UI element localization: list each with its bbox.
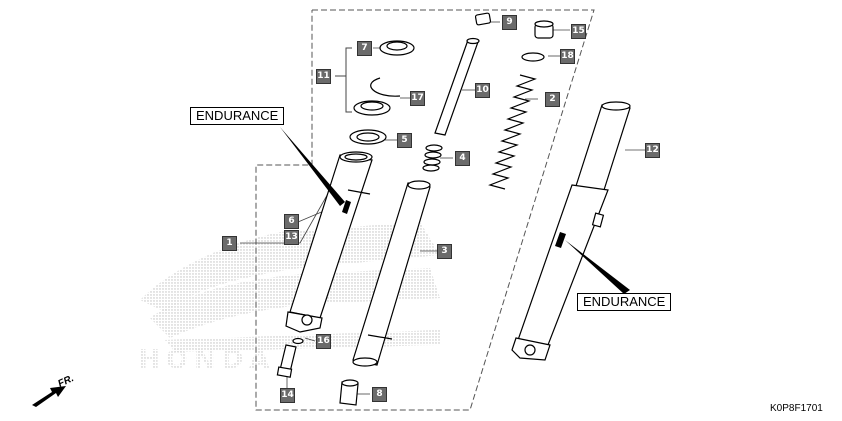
pointer-right [565, 240, 630, 294]
svg-text:HONDA: HONDA [138, 345, 275, 375]
small-parts [276, 337, 359, 406]
callout-11: 11 [316, 69, 331, 84]
callout-5: 5 [397, 133, 412, 148]
fork-bolt-pipe [434, 37, 480, 136]
bracket-11 [335, 47, 352, 113]
pointer-left [280, 127, 345, 206]
diagram-code: K0P8F1701 [770, 403, 823, 414]
front-arrow-icon [32, 386, 66, 407]
callout-15: 15 [571, 24, 586, 39]
callout-10: 10 [475, 83, 490, 98]
callout-16: 16 [316, 334, 331, 349]
callout-6: 6 [284, 214, 299, 229]
callout-17: 17 [410, 91, 425, 106]
callout-1: 1 [222, 236, 237, 251]
endurance-mark-left [342, 200, 351, 214]
seals [349, 40, 415, 145]
endurance-label-left: ENDURANCE [190, 107, 285, 125]
fork-spring [488, 74, 537, 190]
callout-3: 3 [437, 244, 452, 259]
small-spring [422, 144, 443, 172]
fork-assembly-right [511, 101, 631, 361]
endurance-label-right: ENDURANCE [577, 293, 672, 311]
outer-tube-left [285, 151, 373, 333]
fork-pipe [352, 180, 431, 367]
callout-2: 2 [545, 92, 560, 107]
callout-13: 13 [284, 230, 299, 245]
callout-18: 18 [560, 49, 575, 64]
callout-4: 4 [455, 151, 470, 166]
callout-14: 14 [280, 388, 295, 403]
callout-7: 7 [357, 41, 372, 56]
caps [474, 12, 554, 62]
callout-12: 12 [645, 143, 660, 158]
endurance-mark-right [555, 232, 566, 248]
callout-9: 9 [502, 15, 517, 30]
callout-8: 8 [372, 387, 387, 402]
